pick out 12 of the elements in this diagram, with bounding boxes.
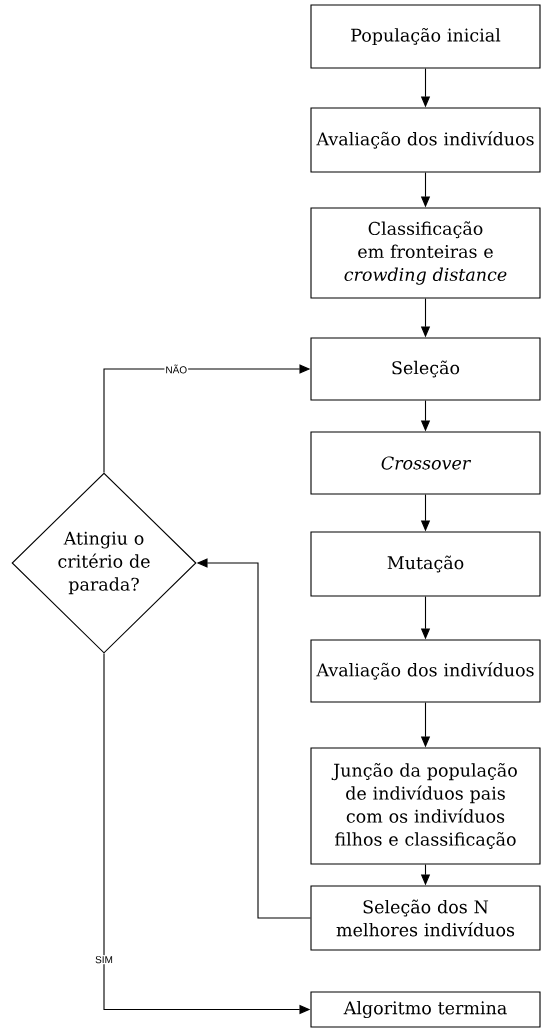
process-box: Classificação em fronteiras e crowding distance <box>310 207 541 299</box>
process-box: Mutação <box>310 531 541 597</box>
edge-label: SIM <box>94 955 114 965</box>
process-box: Avaliação dos indivíduos <box>310 639 541 703</box>
process-box: Seleção <box>310 337 541 401</box>
edge-label: NÃO <box>164 363 189 375</box>
process-box: Algoritmo termina <box>310 991 541 1028</box>
process-box: População inicial <box>310 4 541 69</box>
process-box: Crossover <box>310 431 541 495</box>
process-box: Avaliação dos indivíduos <box>310 107 541 173</box>
process-box: Seleção dos N melhores indivíduos <box>310 885 541 951</box>
process-box: Junção da população de indivíduos pais com os indivíduos filhos e classificação <box>310 747 541 865</box>
